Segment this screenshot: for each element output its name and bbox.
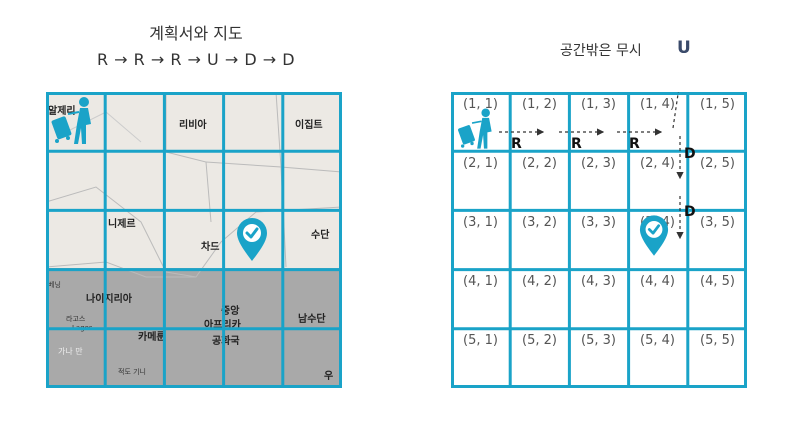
cell-2-1: (2, 1) <box>463 156 498 171</box>
move-r-3: R <box>629 136 640 152</box>
cell-3-2: (3, 2) <box>522 215 557 230</box>
label-south-sudan: 남수단 <box>298 314 326 325</box>
label-car-1: 중앙 <box>221 306 240 317</box>
move-r-2: R <box>571 136 582 152</box>
label-gulf-guinea: 가나 만 <box>58 347 83 356</box>
cell-2-3: (2, 3) <box>581 156 616 171</box>
label-egypt: 이집트 <box>295 120 323 131</box>
map-grid <box>46 92 342 388</box>
cell-4-2: (4, 2) <box>522 274 557 289</box>
cell-4-4: (4, 4) <box>640 274 675 289</box>
move-d-2: D <box>684 204 696 220</box>
cell-5-4: (5, 4) <box>640 333 675 348</box>
label-cameroon: 카메룬 <box>138 332 166 343</box>
location-pin-icon <box>237 218 267 261</box>
cell-4-1: (4, 1) <box>463 274 498 289</box>
path-arrows <box>499 92 684 240</box>
cell-5-1: (5, 1) <box>463 333 498 348</box>
plan-sequence: R → R → R → U → D → D <box>96 50 296 69</box>
cell-2-2: (2, 2) <box>522 156 557 171</box>
cell-1-3: (1, 3) <box>581 97 616 112</box>
move-r-1: R <box>511 136 522 152</box>
label-eq-guinea: 적도 기니 <box>118 368 146 376</box>
right-title: 공간밖은 무시 <box>560 43 642 59</box>
cell-3-5: (3, 5) <box>700 215 735 230</box>
cell-4-3: (4, 3) <box>581 274 616 289</box>
label-uganda: 우 <box>324 371 334 382</box>
label-niger: 니제르 <box>108 219 136 230</box>
coordinate-grid-lines <box>451 92 747 388</box>
cell-1-5: (1, 5) <box>700 97 735 112</box>
cell-5-3: (5, 3) <box>581 333 616 348</box>
move-d-1: D <box>684 146 696 162</box>
traveler-icon <box>51 97 91 144</box>
label-benin: 베닝 <box>48 281 61 289</box>
cell-1-4: (1, 4) <box>640 97 675 112</box>
label-chad: 차드 <box>201 242 220 253</box>
left-title: 계획서와 지도 <box>149 24 243 43</box>
coordinate-grid: (1, 1) (1, 2) (1, 3) (1, 4) (1, 5) (2, 1… <box>451 92 747 388</box>
cell-3-1: (3, 1) <box>463 215 498 230</box>
label-lagos-kr: 라고스 <box>66 315 86 323</box>
cell-1-2: (1, 2) <box>522 97 557 112</box>
traveler-icon-grid <box>458 108 492 149</box>
cell-5-5: (5, 5) <box>700 333 735 348</box>
label-car-3: 공화국 <box>212 336 240 347</box>
cell-2-5: (2, 5) <box>700 156 735 171</box>
cell-2-4: (2, 4) <box>640 156 675 171</box>
cell-1-1: (1, 1) <box>463 97 498 112</box>
label-libya: 리비아 <box>179 120 207 131</box>
label-sudan: 수단 <box>311 230 330 241</box>
cell-3-3: (3, 3) <box>581 215 616 230</box>
ignored-move-u: U <box>677 38 691 58</box>
cell-4-5: (4, 5) <box>700 274 735 289</box>
label-algeria: 알제리 <box>48 106 76 117</box>
destination-pin-icon <box>639 215 669 256</box>
label-nigeria: 나이지리아 <box>86 294 132 305</box>
cell-5-2: (5, 2) <box>522 333 557 348</box>
